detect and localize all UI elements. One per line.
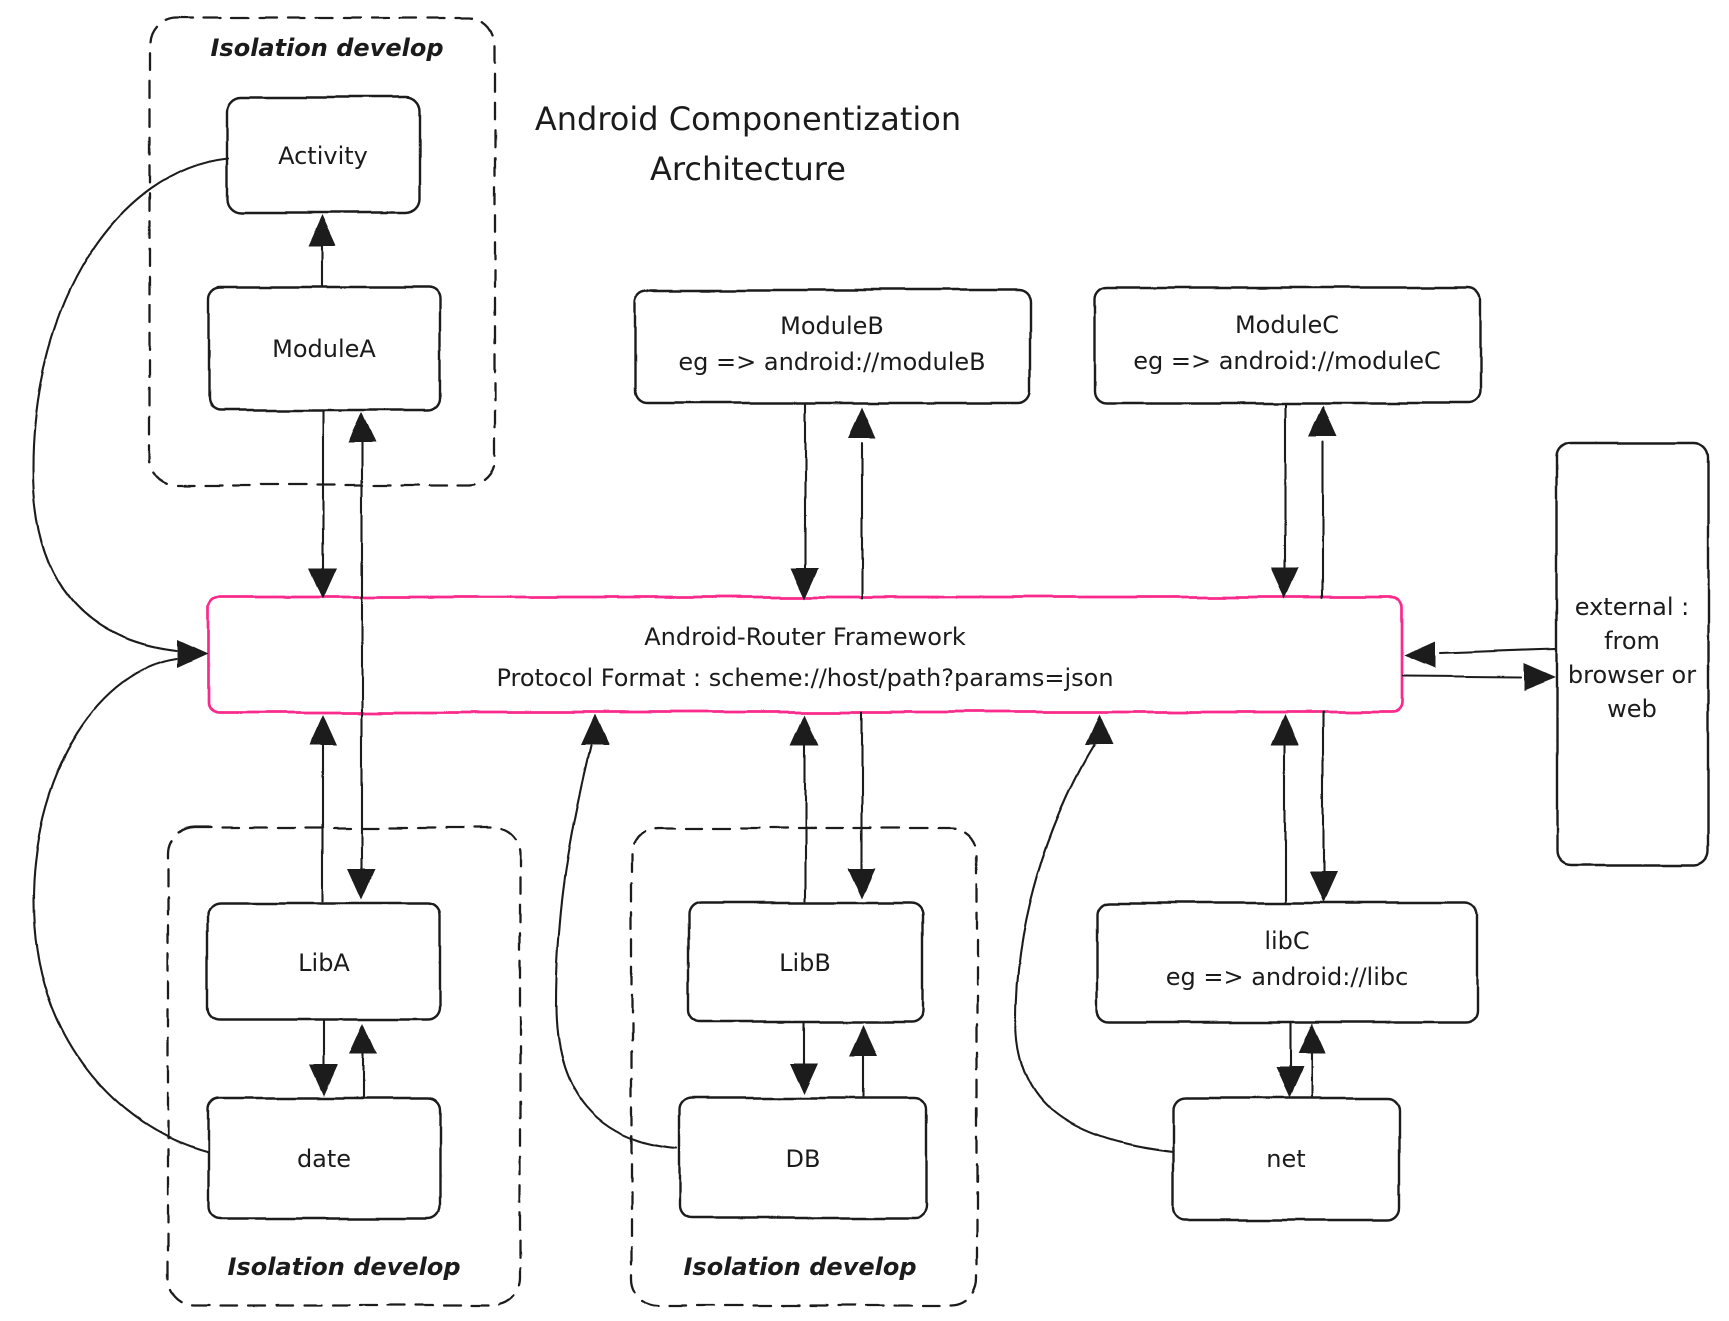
edge-db-curve-to-router <box>554 744 679 1150</box>
lib-b-label: LibB <box>779 949 831 977</box>
isolation-label-bottom-middle: Isolation develop <box>683 1253 917 1281</box>
arrowhead-into-libb-bottom <box>848 1025 876 1056</box>
date-box <box>206 1096 442 1220</box>
module-c-box <box>1093 286 1482 405</box>
arrowhead-liba-into-router-bottom <box>309 714 337 745</box>
activity-box <box>225 95 422 215</box>
arrowhead-modulea-into-router-top <box>309 568 337 599</box>
arrowhead-libc-into-router-bottom <box>1271 714 1299 745</box>
arrowhead-libb-into-router-bottom <box>791 714 819 745</box>
external-line4: web <box>1607 695 1657 724</box>
arrowhead-moduleb-into-router-top <box>791 568 819 599</box>
module-c-subtitle: eg => android://moduleC <box>1133 347 1441 375</box>
arrowhead-db-into-router-bottom <box>581 714 609 745</box>
external-line2: from <box>1604 627 1660 656</box>
lib-c-subtitle: eg => android://libc <box>1165 963 1409 991</box>
arrowhead-into-activity <box>308 215 336 246</box>
node-boxes <box>206 95 1710 1222</box>
arrowhead-into-db-top <box>790 1063 818 1094</box>
arrowhead-into-date-top <box>310 1065 338 1096</box>
lib-a-label: LibA <box>298 949 350 977</box>
isolation-label-bottom-left: Isolation develop <box>227 1253 461 1281</box>
arrowhead-into-libc-bottom <box>1298 1023 1326 1054</box>
connectors <box>31 156 1558 1154</box>
module-b-label: ModuleB eg => android://moduleB <box>678 308 985 380</box>
arrowhead-into-router-left <box>177 640 208 668</box>
module-c-title: ModuleC <box>1234 311 1340 339</box>
module-a-label: ModuleA <box>272 335 376 363</box>
router-label: Android-Router Framework Protocol Format… <box>496 617 1113 699</box>
edge-router-to-external <box>1401 674 1523 679</box>
date-label: date <box>296 1145 352 1173</box>
module-b-title: ModuleB <box>780 312 884 340</box>
activity-label: Activity <box>278 142 368 170</box>
isolation-label-top-left: Isolation develop <box>210 34 444 62</box>
arrowhead-into-external-left <box>1524 663 1556 690</box>
edge-net-curve-to-router <box>1014 744 1175 1154</box>
arrowhead-into-liba-bottom <box>349 1024 377 1055</box>
module-c-label: ModuleC eg => android://moduleC <box>1133 307 1441 379</box>
lib-c-label: libC eg => android://libc <box>1166 923 1409 995</box>
arrowhead-into-modulec-bottom <box>1309 405 1337 436</box>
lib-c-title: libC <box>1264 927 1310 955</box>
module-b-box <box>633 288 1032 405</box>
external-line3: browser or <box>1567 661 1697 690</box>
external-line1: external : <box>1574 593 1690 621</box>
arrowheads <box>177 215 1556 1098</box>
page-title-line2: Architecture <box>650 149 846 188</box>
lib-b-box <box>686 901 925 1024</box>
external-label: external : from browser or web <box>1568 590 1696 726</box>
router-title: Android-Router Framework <box>644 623 966 651</box>
page-title-line1: Android Componentization <box>534 100 962 138</box>
net-label: net <box>1266 1145 1306 1173</box>
edge-date-curve-to-router <box>31 657 210 1154</box>
router-protocol: Protocol Format : scheme://host/path?par… <box>496 663 1114 692</box>
module-b-subtitle: eg => android://moduleB <box>678 348 986 376</box>
arrowhead-into-libc-top <box>1309 872 1337 903</box>
arrowhead-modulec-into-router-top <box>1271 568 1299 599</box>
arrowhead-into-moduleb-bottom <box>848 407 876 438</box>
arrowhead-into-liba-top <box>348 868 376 899</box>
external-box <box>1555 441 1710 867</box>
db-label: DB <box>785 1145 821 1173</box>
arrowhead-into-net-top <box>1276 1067 1304 1098</box>
edge-external-to-router <box>1438 647 1558 655</box>
arrowhead-into-libb-top <box>848 868 876 899</box>
page-title: Android Componentization Architecture <box>535 95 961 194</box>
arrowhead-into-modulea-bottom <box>348 412 376 443</box>
db-box <box>678 1096 929 1220</box>
lib-c-box <box>1095 901 1479 1024</box>
arrowhead-into-router-right <box>1404 641 1435 668</box>
net-box <box>1171 1096 1402 1222</box>
edge-activity-curve-to-router <box>31 156 230 653</box>
isolation-group-bottom-left-frame <box>166 826 522 1307</box>
arrowhead-net-into-router-bottom <box>1085 714 1113 745</box>
